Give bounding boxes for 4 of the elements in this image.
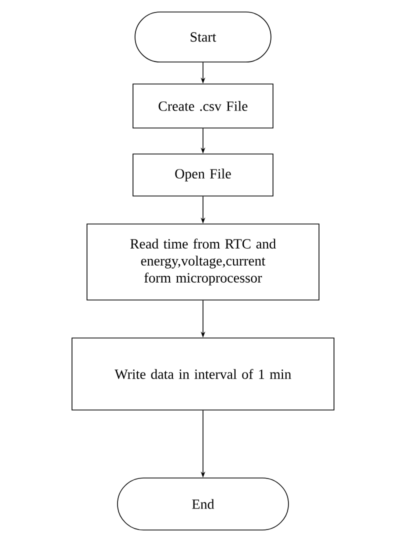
process-box: Open File — [132, 154, 274, 196]
process-box: Write data in interval of 1 min — [72, 338, 334, 410]
process-box: Read time from RTC and energy,voltage,current form microprocessor — [86, 224, 320, 300]
process-box: Create .csv File — [132, 84, 274, 128]
